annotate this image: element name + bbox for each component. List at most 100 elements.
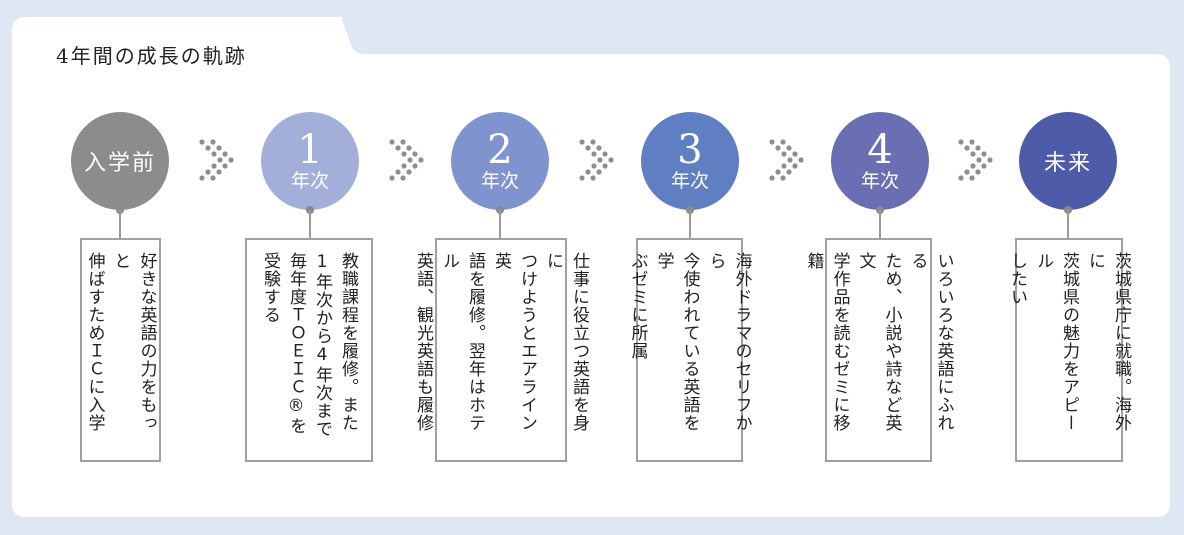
arrow-dot [981, 163, 987, 169]
arrow-dot [228, 157, 234, 163]
arrow-dot [389, 175, 395, 181]
stage-label: 入学前 [83, 151, 156, 176]
arrow-dot [418, 157, 424, 163]
arrow-dot [781, 151, 787, 157]
arrow-dot [590, 139, 596, 145]
stage-description-box: 海外ドラマのセリフから今使われている英語を学ぶゼミに所属 [628, 238, 752, 462]
arrow-dot [787, 157, 793, 163]
arrow-dot [406, 145, 412, 151]
arrow-dot [211, 163, 217, 169]
description-line: 英語、観光英語も履修 [413, 252, 433, 432]
arrow-dot [970, 163, 976, 169]
arrow-dot [591, 163, 597, 169]
stage-description-box: 好きな英語の力をもっと伸ばすためＩＣに入学 [80, 238, 161, 462]
arrow-dot [775, 169, 781, 175]
stage-year-suffix: 年次 [480, 170, 519, 192]
chevron-arrow-icon [579, 139, 614, 181]
arrow-dot [775, 145, 781, 151]
arrow-dot [781, 163, 787, 169]
description-line: 茨城県の魅力をアピール [1033, 252, 1079, 432]
arrow-dot [964, 145, 970, 151]
stage-description-box: 茨城県庁に就職。海外に茨城県の魅力をアピールしたい [1007, 238, 1131, 462]
arrow-dot [199, 139, 205, 145]
arrow-dot [406, 169, 412, 175]
description-line: いろいろな英語にふれる [907, 252, 954, 432]
description-line: ため、小説や詩など英文 [855, 252, 902, 432]
description-line: 茨城県庁に就職。海外に [1085, 252, 1131, 432]
arrow-dot [975, 145, 981, 151]
description-line: 今使われている英語を学 [653, 252, 700, 432]
stage-description-box: いろいろな英語にふれるため、小説や詩など英文学作品を読むゼミに移籍 [804, 238, 954, 462]
arrow-dot [210, 139, 216, 145]
arrow-dot [958, 139, 964, 145]
arrow-dot [216, 169, 222, 175]
chevron-arrow-icon [958, 139, 993, 181]
page-title: 4年間の成長の軌跡 [56, 44, 247, 68]
stage-year-suffix: 年次 [290, 170, 329, 192]
arrow-dot [596, 169, 602, 175]
connector-line [309, 210, 311, 240]
arrow-dot [400, 175, 406, 181]
arrow-dot [395, 169, 401, 175]
arrow-dot [401, 163, 407, 169]
arrow-dot [579, 175, 585, 181]
description-line: 伸ばすためＩＣに入学 [84, 252, 105, 432]
arrow-dot [222, 163, 228, 169]
stage-description: 海外ドラマのセリフから今使われている英語を学ぶゼミに所属 [625, 252, 755, 448]
arrow-dot [389, 139, 395, 145]
description-line: つけようとエアライン英 [491, 252, 537, 432]
arrow-dot [798, 157, 804, 163]
arrow-dot [596, 145, 602, 151]
arrow-dot [217, 157, 223, 163]
stage-circle: 未来 [1019, 112, 1117, 210]
stage-description-box: 仕事に役立つ英語を身につけようとエアライン英語を履修。翌年はホテル英語、観光英語… [413, 238, 589, 462]
card-tab-slope [330, 17, 370, 57]
arrow-dot [780, 139, 786, 145]
arrow-dot [976, 157, 982, 163]
description-line: したい [1007, 252, 1027, 306]
arrow-dot [401, 151, 407, 157]
arrow-dot [395, 145, 401, 151]
stage-year-suffix: 年次 [670, 170, 709, 192]
stage-year-number: 1 [297, 127, 323, 173]
arrow-dot [412, 163, 418, 169]
arrow-dot [792, 163, 798, 169]
connector-line [119, 210, 121, 240]
stage-description: 茨城県庁に就職。海外に茨城県の魅力をアピールしたい [1004, 252, 1134, 448]
arrow-dot [964, 169, 970, 175]
timeline-card [12, 54, 1170, 517]
arrow-dot [969, 175, 975, 181]
description-line: 1年次から4年次まで [312, 252, 332, 438]
description-line: 教職課程を履修。また [338, 252, 358, 432]
description-line: 毎年度ＴＯＥＩＣ®を [286, 252, 306, 435]
stage-year-number: 3 [677, 127, 703, 173]
stage-label: 未来 [1043, 151, 1092, 176]
arrow-dot [769, 175, 775, 181]
chevron-arrow-icon [389, 139, 424, 181]
stage-circle: 入学前 [71, 112, 169, 210]
description-line: ぶゼミに所属 [627, 252, 648, 360]
stage-year-number: 4 [867, 127, 893, 173]
arrow-dot [400, 139, 406, 145]
connector-line [879, 210, 881, 240]
arrow-dot [608, 157, 614, 163]
arrow-dot [597, 157, 603, 163]
description-line: 語を履修。翌年はホテル [439, 252, 485, 432]
arrow-dot [579, 139, 585, 145]
arrow-dot [222, 151, 228, 157]
arrow-dot [205, 169, 211, 175]
arrow-dot [585, 145, 591, 151]
arrow-dot [590, 175, 596, 181]
chevron-arrow-icon [199, 139, 234, 181]
connector-line [499, 210, 501, 240]
arrow-dot [591, 151, 597, 157]
stage-description: 好きな英語の力をもっと伸ばすためＩＣに入学 [82, 252, 160, 448]
arrow-dot [975, 169, 981, 175]
arrow-dot [412, 151, 418, 157]
arrow-dot [786, 145, 792, 151]
arrow-dot [792, 151, 798, 157]
